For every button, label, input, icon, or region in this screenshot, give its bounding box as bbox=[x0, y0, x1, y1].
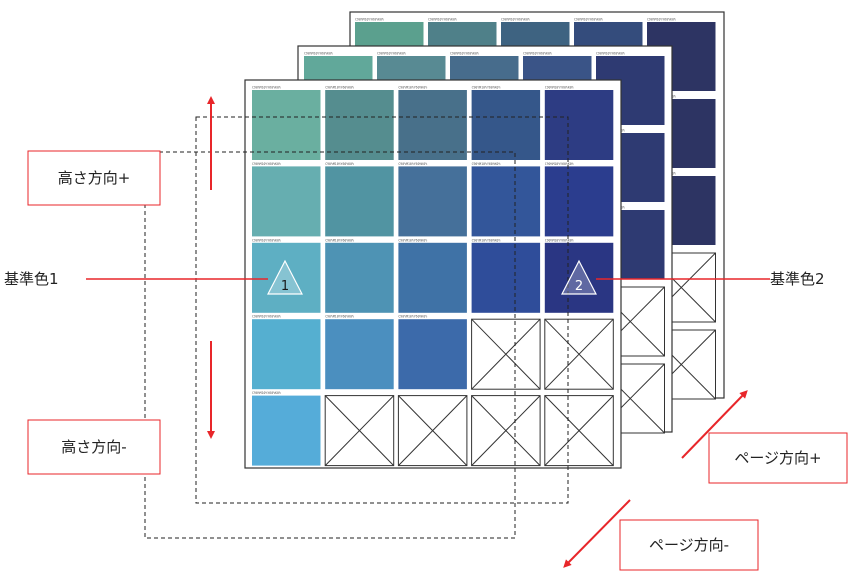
patch-caption: C90%M10%Y60%K0% bbox=[472, 162, 501, 166]
patch-caption: C90%M10%Y60%K0% bbox=[325, 238, 354, 242]
patch-caption: C90%M10%Y60%K0% bbox=[252, 238, 281, 242]
patch-caption: C90%M10%Y60%K0% bbox=[252, 315, 281, 319]
dashed-frame-upper bbox=[195, 116, 569, 504]
color-patch bbox=[398, 90, 467, 160]
empty-patch bbox=[471, 318, 541, 390]
empty-patch bbox=[324, 395, 395, 467]
patch-caption: C90%M10%Y60%K0% bbox=[472, 238, 501, 242]
patch-caption: C90%M10%Y60%K0% bbox=[545, 238, 574, 242]
patch-caption: C90%M10%Y60%K0% bbox=[545, 162, 574, 166]
patch-caption: C90%M10%Y60%K0% bbox=[472, 86, 501, 90]
color-patch bbox=[471, 242, 541, 313]
marker-2: 2 bbox=[561, 259, 597, 295]
page-plus-arrow bbox=[681, 390, 748, 459]
color-patch bbox=[398, 166, 467, 237]
color-patch bbox=[544, 90, 614, 160]
patch-caption: C90%M10%Y60%K0% bbox=[450, 52, 479, 56]
empty-patch bbox=[544, 318, 614, 390]
patch-caption: C90%M10%Y60%K0% bbox=[574, 18, 603, 22]
patch-caption: C90%M10%Y60%K0% bbox=[501, 18, 530, 22]
page-minus-arrow bbox=[563, 499, 631, 568]
color-patch bbox=[325, 242, 394, 313]
color-patch bbox=[252, 90, 321, 160]
color-patch bbox=[398, 319, 467, 390]
patch-caption: C90%M10%Y60%K0% bbox=[545, 86, 574, 90]
color-patch bbox=[471, 166, 541, 237]
svg-text:2: 2 bbox=[575, 279, 583, 294]
patch-caption: C90%M10%Y60%K0% bbox=[428, 18, 457, 22]
patch-caption: C90%M10%Y60%K0% bbox=[398, 315, 427, 319]
patch-caption: C90%M10%Y60%K0% bbox=[325, 86, 354, 90]
patch-caption: C90%M10%Y60%K0% bbox=[252, 391, 281, 395]
empty-patch bbox=[544, 395, 614, 467]
svg-text:高さ方向-: 高さ方向- bbox=[61, 438, 126, 456]
label-page-minus: ページ方向- bbox=[619, 519, 759, 571]
color-patch bbox=[544, 242, 614, 313]
label-height-minus: 高さ方向- bbox=[27, 419, 161, 475]
patch-caption: C90%M10%Y60%K0% bbox=[377, 52, 406, 56]
svg-text:ページ方向-: ページ方向- bbox=[649, 536, 729, 554]
patch-caption: C90%M10%Y60%K0% bbox=[398, 86, 427, 90]
svg-text:ページ方向+: ページ方向+ bbox=[734, 449, 821, 467]
empty-patch bbox=[471, 395, 541, 467]
svg-text:高さ方向+: 高さ方向+ bbox=[58, 169, 131, 187]
marker-1: 1 bbox=[267, 259, 303, 295]
empty-patch bbox=[397, 395, 468, 467]
color-patch bbox=[252, 395, 321, 466]
dashed-frame-lower bbox=[144, 151, 516, 539]
patch-caption: C90%M10%Y60%K0% bbox=[523, 52, 552, 56]
label-height-plus: 高さ方向+ bbox=[27, 150, 161, 206]
color-patch bbox=[252, 319, 321, 390]
base-color-2-label: 基準色2 bbox=[770, 270, 825, 288]
label-page-plus: ページ方向+ bbox=[708, 432, 848, 484]
color-patch bbox=[544, 166, 614, 237]
svg-text:1: 1 bbox=[281, 279, 289, 294]
sheet-front: C90%M10%Y60%K0% C90%M10%Y60%K0% C90%M10%Y6… bbox=[244, 79, 622, 469]
patch-caption: C90%M10%Y60%K0% bbox=[647, 18, 676, 22]
patch-caption: C90%M10%Y60%K0% bbox=[304, 52, 333, 56]
color-patch bbox=[471, 90, 541, 160]
patch-caption: C90%M10%Y60%K0% bbox=[355, 18, 384, 22]
color-patch bbox=[252, 242, 321, 313]
patch-caption: C90%M10%Y60%K0% bbox=[325, 315, 354, 319]
patch-caption: C90%M10%Y60%K0% bbox=[325, 162, 354, 166]
base-color-1-label: 基準色1 bbox=[4, 270, 59, 288]
patch-caption: C90%M10%Y60%K0% bbox=[252, 86, 281, 90]
color-patch bbox=[252, 166, 321, 237]
color-patch bbox=[325, 90, 394, 160]
color-patch bbox=[398, 242, 467, 313]
patch-caption: C90%M10%Y60%K0% bbox=[252, 162, 281, 166]
color-patch bbox=[325, 166, 394, 237]
patch-caption: C90%M10%Y60%K0% bbox=[596, 52, 625, 56]
color-patch bbox=[325, 319, 394, 390]
patch-caption: C90%M10%Y60%K0% bbox=[398, 238, 427, 242]
patch-caption: C90%M10%Y60%K0% bbox=[398, 162, 427, 166]
